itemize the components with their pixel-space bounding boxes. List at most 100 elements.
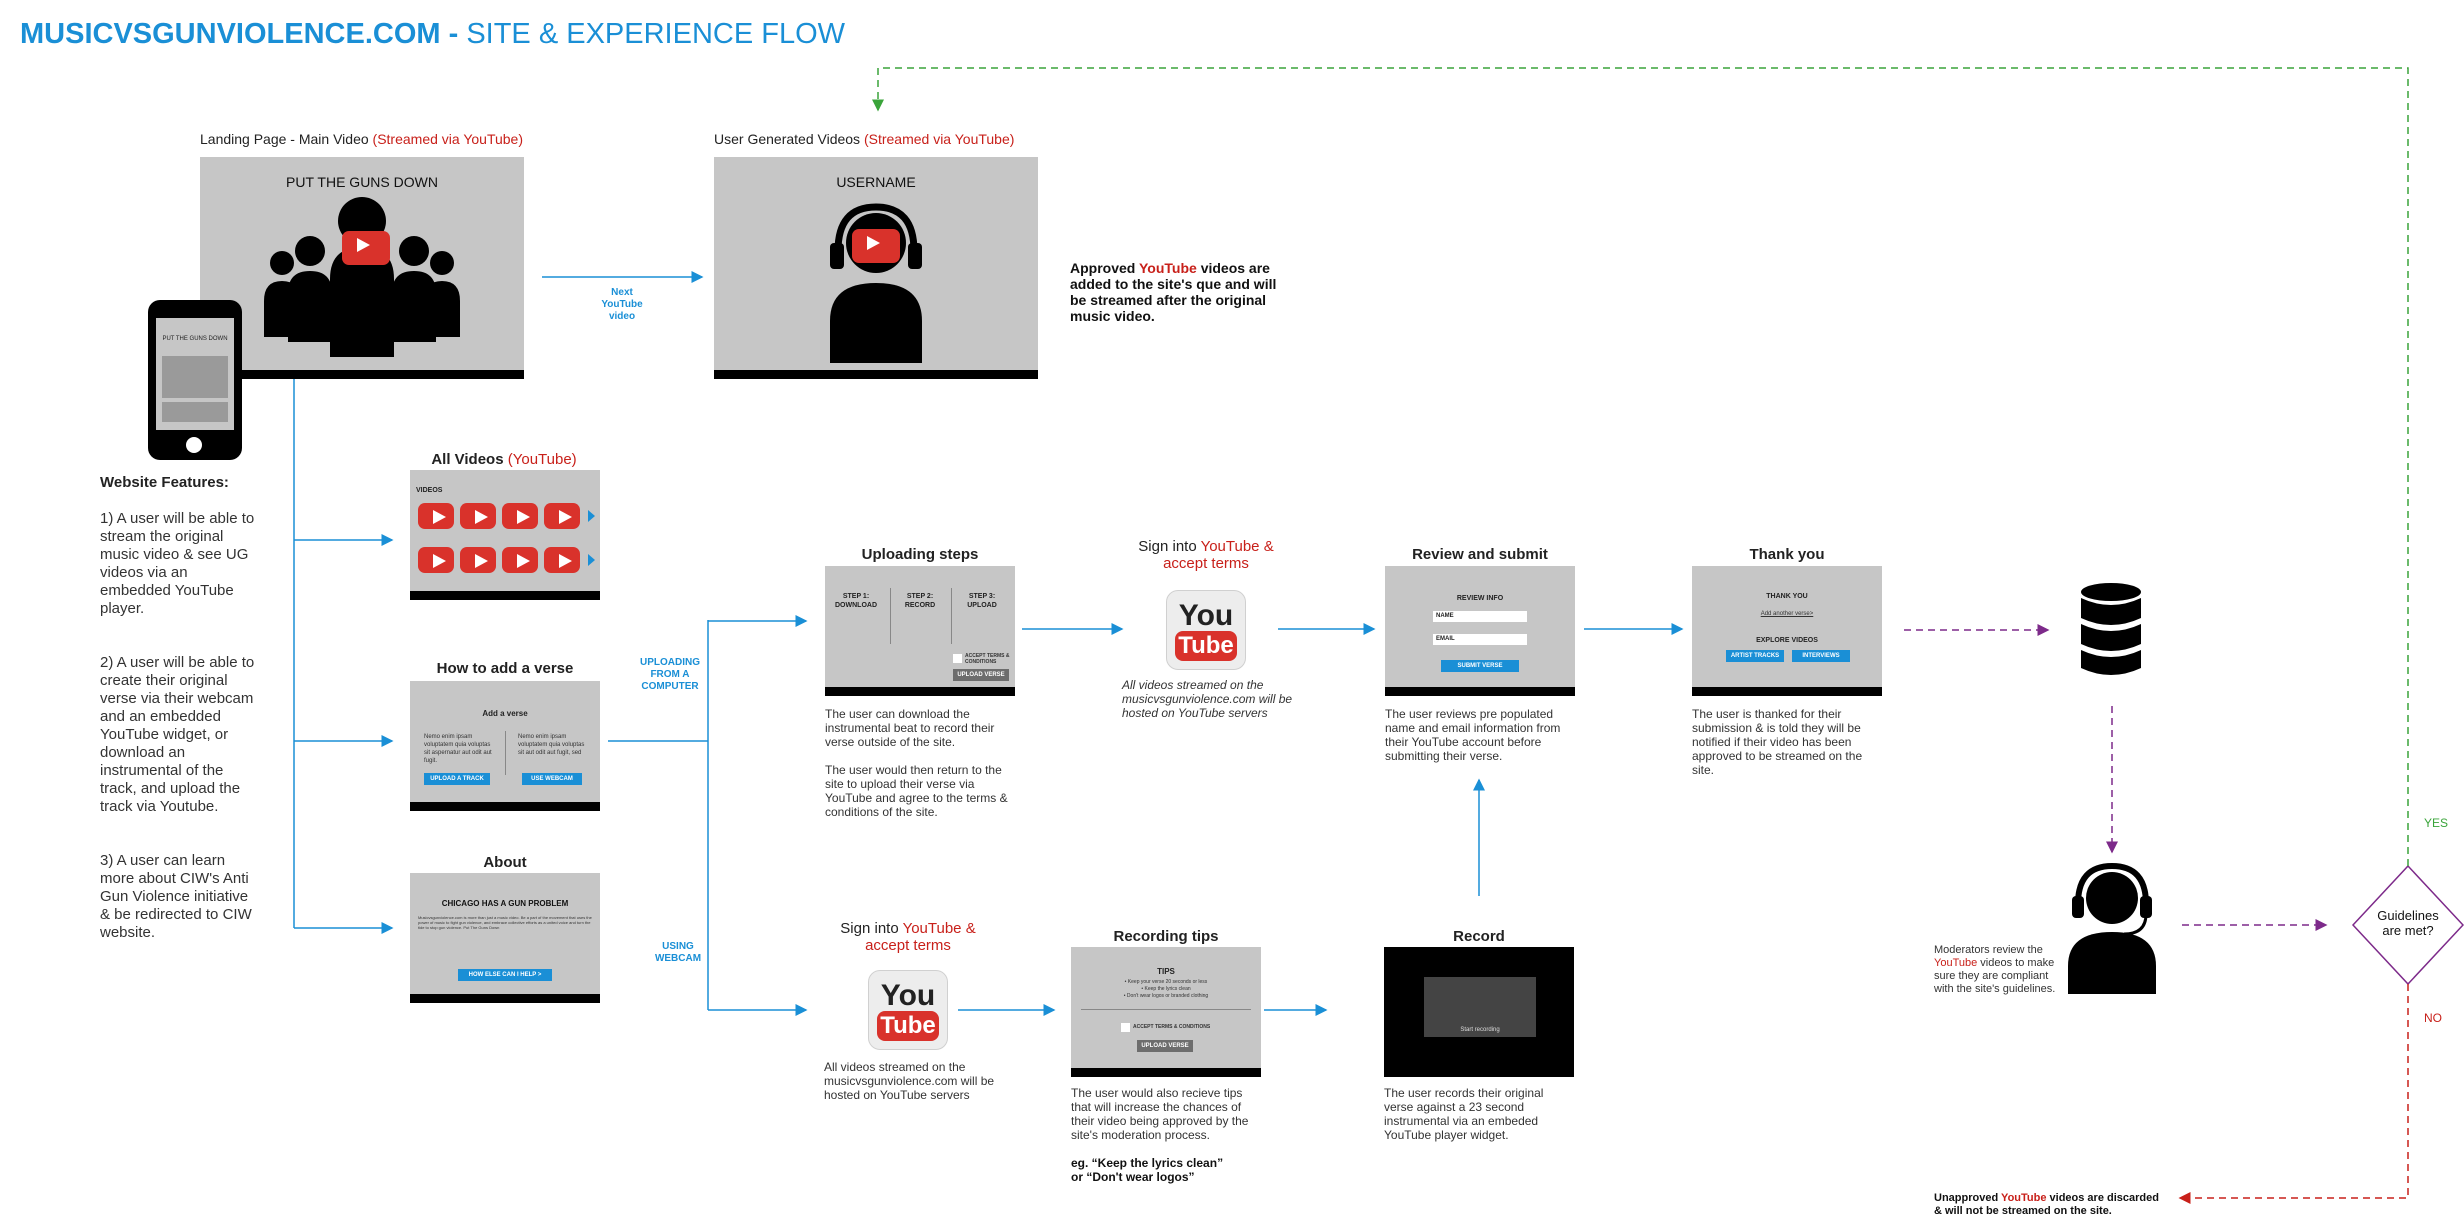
landing-screen-title: PUT THE GUNS DOWN — [286, 174, 438, 190]
email-field[interactable]: EMAIL — [1433, 634, 1527, 645]
youtube-logo-icon: You Tube — [1166, 590, 1246, 670]
submit-verse-button[interactable]: SUBMIT VERSE — [1441, 660, 1519, 672]
landing-play-icon[interactable] — [342, 231, 390, 265]
add-verse-heading: How to add a verse — [436, 660, 574, 677]
youtube-logo-icon: You Tube — [868, 970, 948, 1050]
tips-line: • Don't wear logos or branded clothing — [1123, 993, 1209, 999]
upload-steps-heading: Uploading steps — [861, 546, 979, 563]
accept-terms-label: ACCEPT TERMS & CONDITIONS — [965, 653, 1010, 665]
divider — [1081, 1009, 1251, 1010]
feature-item: 2) A user will be able to create their o… — [100, 654, 255, 815]
video-thumb-icon[interactable] — [502, 503, 538, 529]
add-verse-lorem: Nemo enim ipsam voluptatem quia voluptas… — [424, 734, 492, 764]
add-another-link[interactable]: Add another verse> — [1760, 611, 1814, 617]
arrow-yes-path — [872, 67, 2409, 866]
website-features: Website Features: 1) A user will be able… — [100, 474, 260, 942]
phone-content-placeholder — [162, 402, 228, 422]
next-arrow-icon[interactable] — [588, 510, 595, 522]
thankyou-desc: The user is thanked for their submission… — [1692, 707, 1863, 777]
video-thumb-icon[interactable] — [502, 547, 538, 573]
upload-verse-button[interactable]: UPLOAD VERSE — [1137, 1040, 1193, 1052]
terms-checkbox[interactable] — [1121, 1023, 1130, 1032]
record-desc: The user records their original verse ag… — [1384, 1086, 1544, 1142]
thankyou-heading: Thank you — [1749, 546, 1825, 563]
signin-note-top: All videos streamed on the musicvsgunvio… — [1122, 678, 1293, 720]
videos-label: VIDEOS — [416, 487, 443, 494]
name-field[interactable]: NAME — [1433, 611, 1527, 622]
video-thumb-icon[interactable] — [418, 547, 454, 573]
interviews-button[interactable]: INTERVIEWS — [1792, 650, 1850, 662]
phone-video-placeholder — [162, 356, 228, 398]
step-record: STEP 2: RECORD — [904, 593, 936, 609]
record-heading: Record — [1453, 928, 1505, 945]
landing-caption: Landing Page - Main Video (Streamed via … — [200, 131, 524, 147]
no-label: NO — [2424, 1011, 2442, 1025]
ugv-screen-title: USERNAME — [836, 174, 916, 190]
ugv-screen: USERNAME — [714, 157, 1038, 379]
tips-desc: The user would also recieve tips that wi… — [1071, 1086, 1249, 1142]
add-verse-lorem: Nemo enim ipsam voluptatem quia voluptas… — [518, 734, 585, 756]
title-subtitle: SITE & EXPERIENCE FLOW — [466, 18, 845, 50]
arrow-no-path — [2178, 984, 2409, 1204]
explore-videos-label: EXPLORE VIDEOS — [1756, 637, 1818, 644]
phone-screen: PUT THE GUNS DOWN — [156, 318, 234, 430]
upload-track-button[interactable]: UPLOAD A TRACK — [424, 773, 490, 785]
terms-checkbox[interactable] — [953, 654, 962, 663]
record-screen: Start recording — [1384, 947, 1574, 1077]
use-webcam-button[interactable]: USE WEBCAM — [522, 773, 582, 785]
about-heading: About — [483, 854, 527, 871]
review-heading: Review and submit — [1412, 546, 1548, 563]
landing-page-screen: PUT THE GUNS DOWN — [200, 157, 524, 379]
review-info-label: REVIEW INFO — [1456, 595, 1504, 602]
features-title: Website Features: — [100, 474, 229, 491]
next-arrow-icon[interactable] — [588, 554, 595, 566]
landing-streamed-note: (Streamed via YouTube) — [372, 131, 524, 147]
upload-steps-desc: The user would then return to the site t… — [825, 763, 1008, 819]
feature-item: 3) A user can learn more about CIW's Ant… — [100, 852, 252, 941]
video-thumb-icon[interactable] — [460, 547, 496, 573]
accept-terms-label: ACCEPT TERMS & CONDITIONS — [1133, 1024, 1211, 1030]
video-thumb-icon[interactable] — [418, 503, 454, 529]
review-screen: REVIEW INFO NAME EMAIL SUBMIT VERSE — [1385, 566, 1575, 696]
video-thumb-icon[interactable] — [460, 503, 496, 529]
page-title: MUSICVSGUNVIOLENCE.COM - SITE & EXPERIEN… — [20, 18, 845, 51]
ugv-play-icon[interactable] — [852, 229, 900, 263]
uploading-label: UPLOADING FROM A COMPUTER — [640, 657, 700, 692]
upload-verse-button[interactable]: UPLOAD VERSE — [953, 669, 1009, 681]
tips-screen: TIPS • Keep your verse 20 seconds or les… — [1071, 947, 1261, 1077]
phone-screen-title: PUT THE GUNS DOWN — [162, 336, 228, 342]
site-name: MUSICVSGUNVIOLENCE.COM - — [20, 18, 459, 50]
thankyou-title: THANK YOU — [1766, 593, 1808, 600]
step-upload: STEP 3: UPLOAD — [967, 593, 997, 609]
ugv-caption: User Generated Videos (Streamed via YouT… — [714, 131, 1015, 147]
divider — [890, 588, 891, 644]
headphone-user-icon — [830, 203, 922, 363]
database-icon — [2081, 583, 2141, 675]
tips-line: • Keep the lyrics clean — [1141, 986, 1191, 992]
tips-example: eg. “Keep the lyrics clean” — [1071, 1156, 1224, 1170]
start-recording-label[interactable]: Start recording — [1460, 1027, 1500, 1033]
about-body: Musicvsgunviolence.com is more than just… — [418, 915, 592, 930]
upload-steps-screen: STEP 1: DOWNLOAD STEP 2: RECORD STEP 3: … — [825, 566, 1015, 696]
signin-heading-bottom: Sign into YouTube & accept terms — [840, 920, 976, 954]
video-thumb-icon[interactable] — [544, 503, 580, 529]
phone-home-button — [186, 437, 202, 453]
add-verse-screen: Add a verse Nemo enim ipsam voluptatem q… — [410, 681, 600, 811]
review-desc: The user reviews pre populated name and … — [1385, 707, 1561, 763]
artist-tracks-button[interactable]: ARTIST TRACKS — [1726, 650, 1784, 662]
mobile-phone-icon: PUT THE GUNS DOWN — [148, 300, 242, 460]
unapproved-note: Unapproved YouTube videos are discarded … — [1934, 1192, 2159, 1217]
signin-note-bottom: All videos streamed on the musicvsgunvio… — [824, 1060, 995, 1102]
tips-line: • Keep your verse 20 seconds or less — [1124, 979, 1208, 985]
webcam-preview: Start recording — [1424, 977, 1536, 1037]
video-thumb-icon[interactable] — [544, 547, 580, 573]
divider — [951, 588, 952, 644]
add-verse-title: Add a verse — [482, 709, 528, 718]
upload-steps-desc: The user can download the instrumental b… — [825, 707, 995, 749]
yes-label: YES — [2424, 816, 2449, 830]
how-else-help-button[interactable]: HOW ELSE CAN I HELP > — [458, 969, 552, 981]
tips-title: TIPS — [1157, 967, 1175, 976]
ugv-streamed-note: (Streamed via YouTube) — [863, 131, 1015, 147]
moderator-headset-icon — [2068, 862, 2156, 994]
